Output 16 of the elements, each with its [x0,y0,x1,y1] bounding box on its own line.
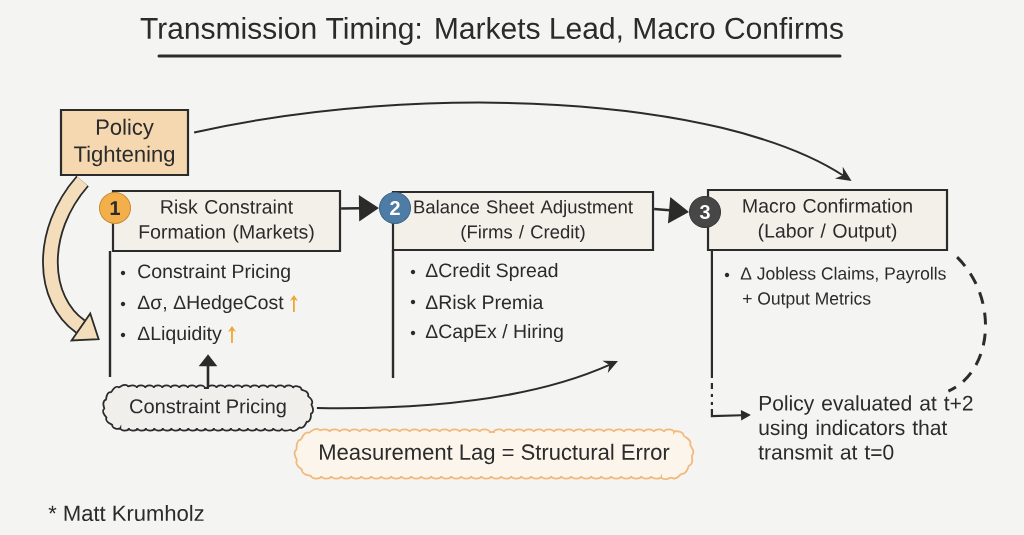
number-badge: 2 [379,192,411,224]
dashed-connector [947,256,987,393]
bullet-text: ΔCapEx / Hiring [425,323,563,343]
block-arrow [42,176,100,342]
number-badge: 1 [99,192,131,224]
author-credit: * Matt Krumholz [48,504,204,522]
bullet-text: + Output Metrics [743,291,871,309]
process-box: Policy Tightening [59,108,190,177]
note-text: Policy evaluated at t+2 using indicators that transmit at t=0 [758,395,973,460]
title: Transmission Timing: Markets Lead, Macro Confirms [140,17,843,45]
bullet-text: ΔRisk Premia [425,294,544,310]
bullet-text: ΔCredit Spread [425,262,558,282]
bullet-text: Δ Jobless Claims, Payrolls [740,266,946,284]
bullet-text: Δσ, ΔHedgeCost [137,294,284,314]
bullet-text: ΔLiquidity [137,325,222,345]
bullet-text: Constraint Pricing [138,263,290,283]
